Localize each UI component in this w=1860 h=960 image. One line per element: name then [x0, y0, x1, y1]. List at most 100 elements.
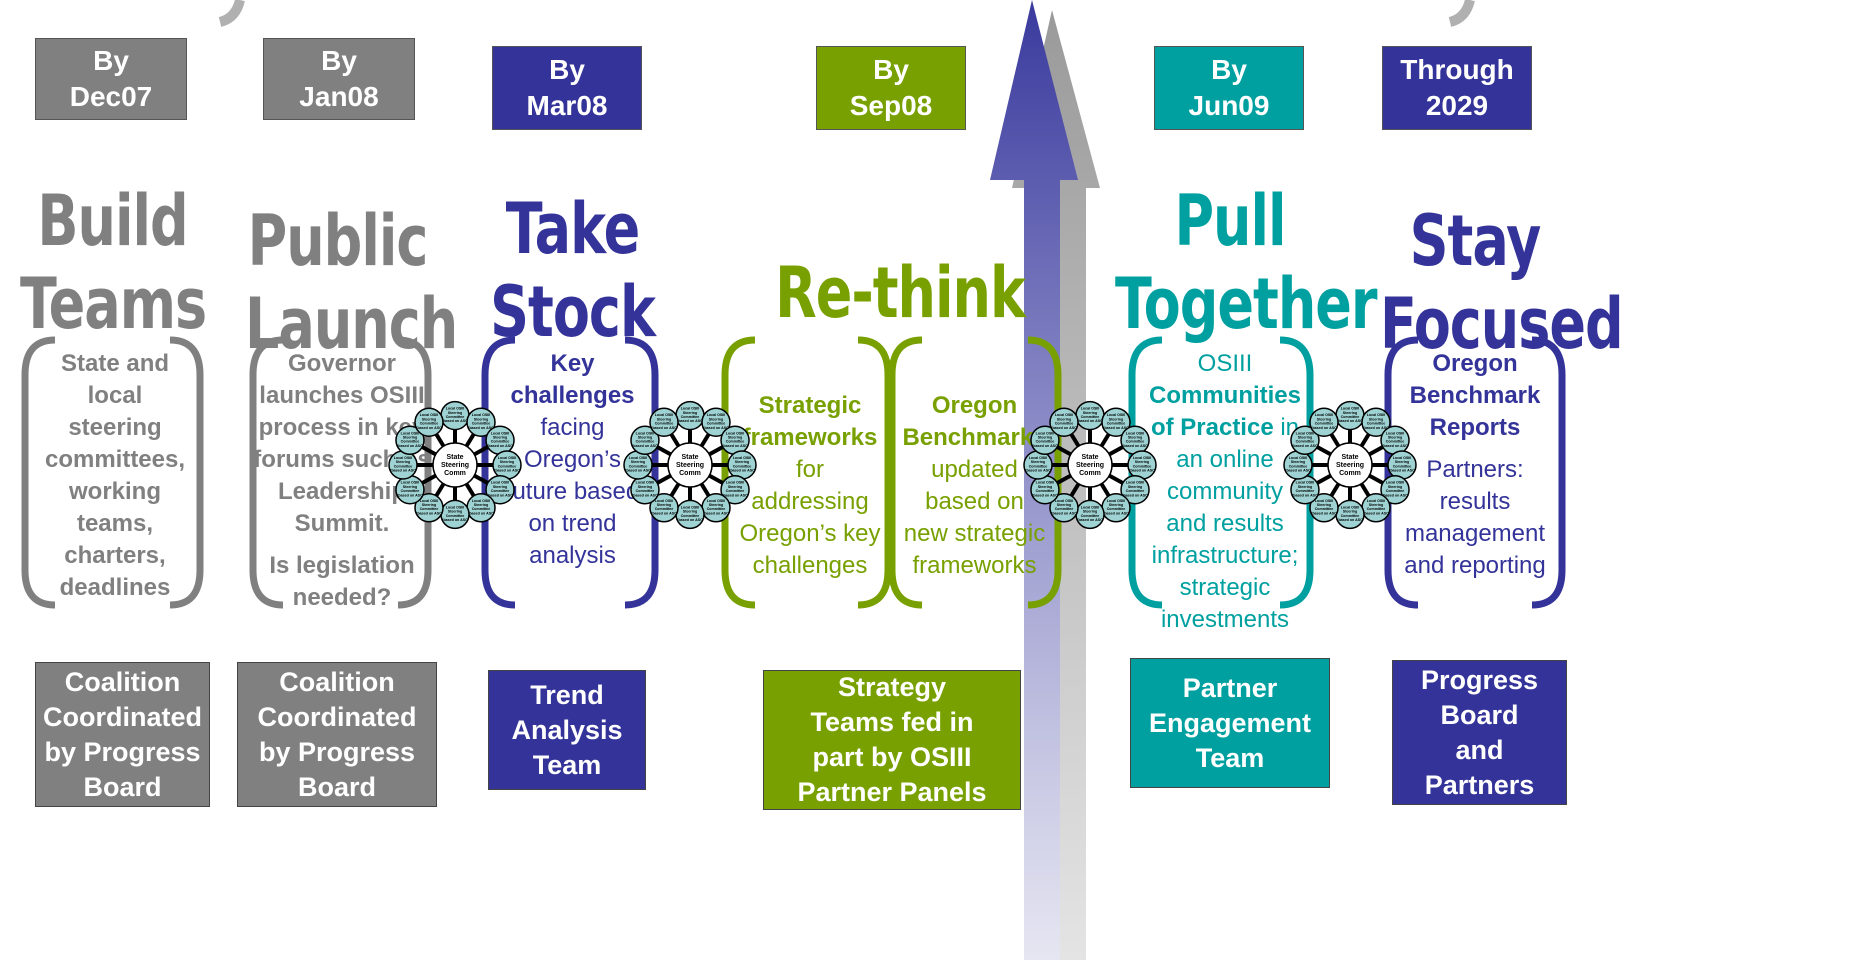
hub-node-label: Steering [396, 460, 410, 464]
hub-node-label: Local OSIII [1367, 499, 1386, 503]
hub-node-label: Committee [707, 507, 726, 511]
hub-center-label: Comm [444, 470, 466, 477]
hub-node-label: Committee [1296, 489, 1315, 493]
hub-node-label: Committee [1029, 464, 1048, 468]
hub-node-label: Local OSIII [629, 456, 648, 460]
hub-node [1120, 474, 1150, 505]
hub-node [414, 407, 444, 437]
hub-node-label: Steering [1038, 436, 1052, 440]
hub-node-label: Steering [1038, 485, 1052, 489]
hub-node-label: Steering [1298, 485, 1312, 489]
hub-node [649, 493, 679, 523]
hub-node-label: Steering [1109, 417, 1123, 421]
hub-node-label: Committee [629, 464, 648, 468]
hub-node-label: (based on ASC [1382, 444, 1408, 448]
hub-node [1309, 407, 1339, 437]
hub-node-label: Committee [498, 464, 517, 468]
hub-node-label: Committee [1036, 440, 1055, 444]
hub-center-label: State [1081, 454, 1098, 461]
hub-node-label: (based on ASC [416, 426, 442, 430]
hub-node-label: Committee [420, 507, 439, 511]
hub-node-label: Steering [657, 417, 671, 421]
hub-center [432, 442, 478, 488]
hub-node-label: Committee [726, 440, 745, 444]
date-value: Dec07 [69, 81, 153, 112]
hub-node-label: Steering [1083, 510, 1097, 514]
bracket-take-stock [481, 336, 516, 609]
hub-node-label: (based on ASC [1311, 426, 1337, 430]
hub-node-label: Committee [733, 464, 752, 468]
hub-node-label: Committee [446, 415, 465, 419]
hub-node-label: Steering [1057, 417, 1071, 421]
hub-node-label: Local OSIII [1386, 481, 1405, 485]
hub-node-label: Steering [1388, 485, 1402, 489]
hub-node [701, 407, 731, 437]
hub-node-label: Steering [403, 436, 417, 440]
hub-node-label: Local OSIII [401, 481, 420, 485]
hub-node [466, 407, 496, 437]
hub-node-label: (based on ASC [1032, 493, 1058, 497]
hub-node-label: Committee [1367, 422, 1386, 426]
hub-node-label: (based on ASC [1311, 511, 1337, 515]
hub-node-label: (based on ASC [1122, 493, 1148, 497]
hub-node-label: Committee [1341, 514, 1360, 518]
decor-curve-right [1448, 0, 1475, 27]
hub-node-label: Local OSIII [1315, 499, 1334, 503]
hub-node-label: (based on ASC [677, 518, 703, 522]
hub-node-label: Steering [1057, 503, 1071, 507]
hub-node-label: Steering [1291, 460, 1305, 464]
hub-node-label: Local OSIII [1081, 407, 1100, 411]
hub-node-label: (based on ASC [1032, 444, 1058, 448]
hub-node-label: Committee [1386, 440, 1405, 444]
hub-node-label: Local OSIII [498, 456, 517, 460]
hub-node-label: Committee [491, 489, 510, 493]
hub-node-label: Steering [1083, 411, 1097, 415]
hub-node-label: (based on ASC [722, 493, 748, 497]
hub-node-label: Committee [1315, 422, 1334, 426]
hub-node-label: Steering [709, 503, 723, 507]
hub-node-label: (based on ASC [703, 511, 729, 515]
hub-node-label: Local OSIII [1126, 431, 1145, 435]
hub-node-label: Steering [638, 485, 652, 489]
hub-node [630, 425, 660, 456]
hub-node-label: (based on ASC [1103, 511, 1129, 515]
hub-node-label: (based on ASC [390, 469, 416, 473]
hub-node-label: (based on ASC [1077, 518, 1103, 522]
hub-node-label: Local OSIII [1081, 505, 1100, 509]
hub-node [1290, 425, 1320, 456]
hub-node-label: Committee [1055, 507, 1074, 511]
hub-node-label: (based on ASC [1051, 426, 1077, 430]
hub-node-label: Committee [681, 415, 700, 419]
hub-node [485, 474, 515, 505]
hub-node-label: Local OSIII [681, 505, 700, 509]
hub-node-label: Local OSIII [491, 431, 510, 435]
hub-node-label: (based on ASC [468, 426, 494, 430]
hub-node-label: Steering [1109, 503, 1123, 507]
hub-node [1049, 407, 1079, 437]
date-value: 2029 [1425, 90, 1489, 121]
hub-node-label: Committee [1296, 440, 1315, 444]
legislation-question: Is legislation [269, 552, 415, 579]
hub-node-label: (based on ASC [1051, 511, 1077, 515]
bracket-rethink-right [888, 336, 923, 609]
hub-center-label: Steering [1336, 462, 1364, 469]
hub-node-label: Local OSIII [636, 481, 655, 485]
hub-node-label: Local OSIII [726, 481, 745, 485]
decor-curve-left [218, 0, 245, 27]
hub-node-label: Steering [1388, 436, 1402, 440]
hub-node-label: Steering [631, 460, 645, 464]
hub-node-label: (based on ASC [442, 518, 468, 522]
hub-node-label: Committee [1081, 514, 1100, 518]
hub-node-label: Committee [1126, 489, 1145, 493]
hub-node-label: Committee [655, 507, 674, 511]
hub-node [1101, 407, 1131, 437]
hub-node-label: Local OSIII [401, 431, 420, 435]
